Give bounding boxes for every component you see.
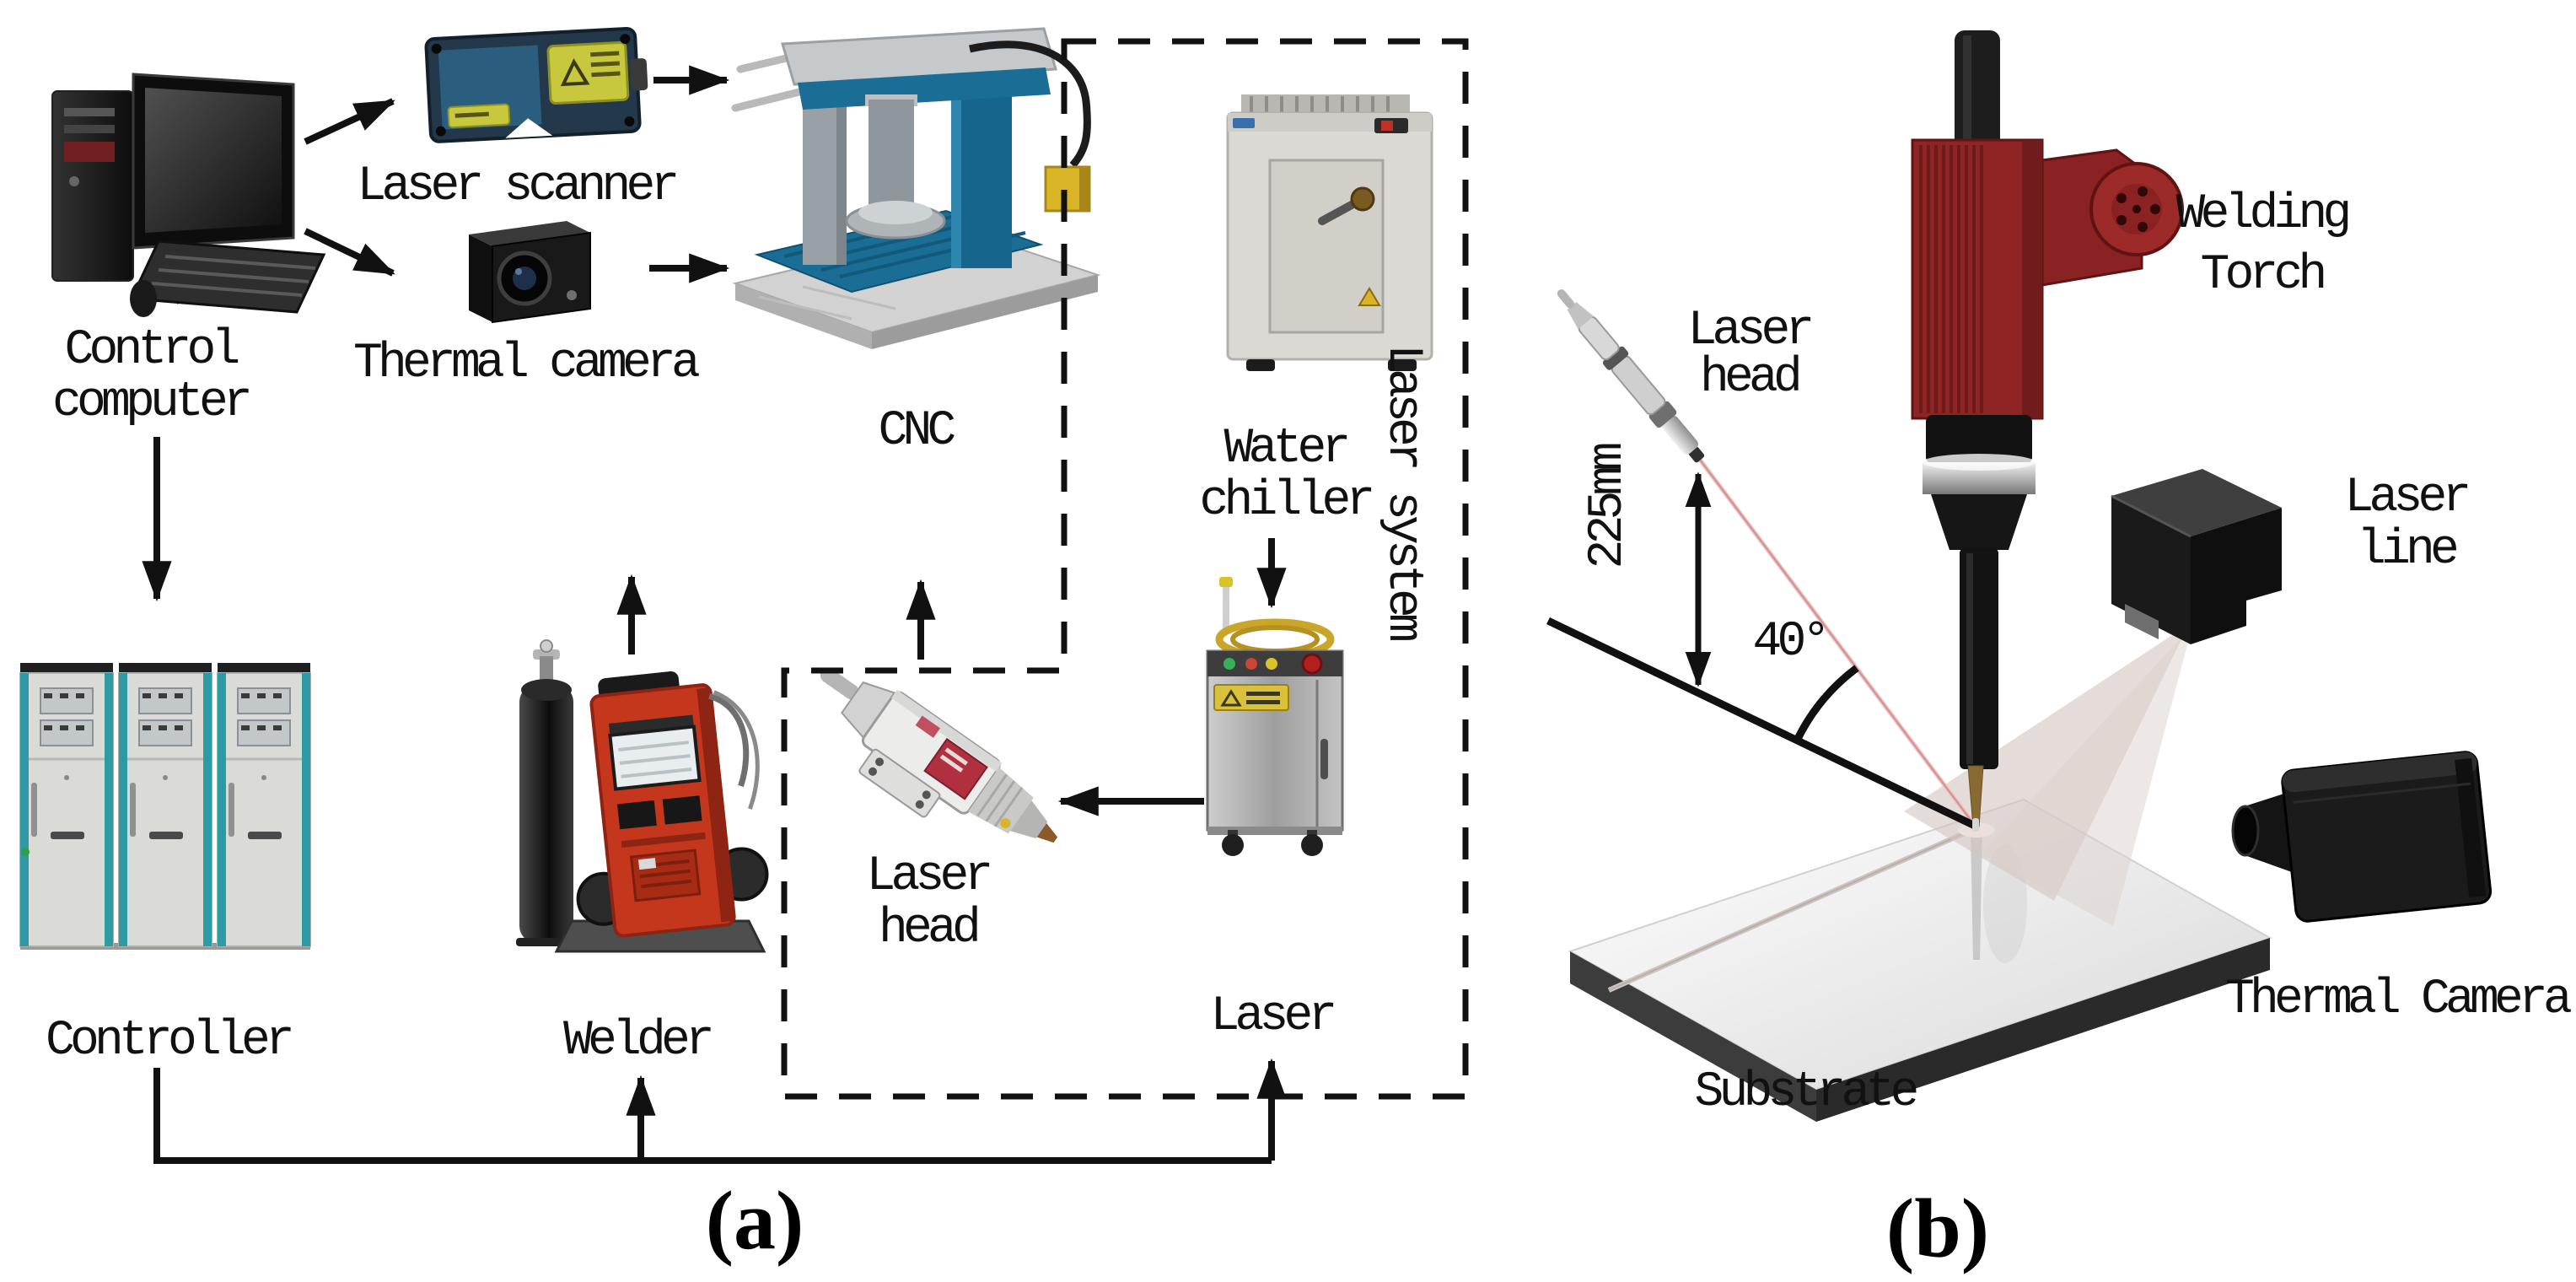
label-laser: Laser	[1210, 989, 1337, 1044]
label-thermal-camera-a: Thermal camera	[352, 337, 701, 391]
thermal-camera-b-illustration	[2231, 751, 2493, 923]
controller-cabinet	[118, 663, 212, 947]
label-cnc: CNC	[878, 404, 956, 459]
label-laser-system: Laser system	[1375, 343, 1430, 638]
label-225mm: 225mm	[1581, 446, 1636, 569]
label-welder: Welder	[562, 1014, 715, 1069]
controller-cabinet	[19, 663, 114, 947]
caption-panel-a: (a)	[705, 1173, 804, 1268]
controller-cabinet	[217, 663, 311, 947]
thermal-camera-illustration	[469, 221, 591, 324]
label-control-computer: Control computer	[51, 323, 253, 430]
wire-reflection	[1971, 832, 1982, 960]
arrow-computer-to-camera	[304, 228, 395, 277]
substrate-illustration	[1568, 798, 2272, 1122]
water-chiller-illustration	[1226, 94, 1433, 371]
controller-illustration	[19, 663, 311, 950]
cnc-illustration	[731, 27, 1101, 349]
laser-head-probe-illustration	[1557, 289, 1705, 463]
laser-cabinet-illustration	[1206, 577, 1344, 856]
arrow-computer-to-scanner	[304, 98, 395, 145]
laser-line-scanner-illustration	[2111, 469, 2282, 644]
label-controller: Controller	[45, 1014, 295, 1069]
baseline-40deg	[1546, 617, 1978, 831]
angle-arc	[1793, 665, 1859, 742]
label-laser-head-a: Laser head	[866, 849, 993, 956]
panel-a	[19, 26, 1469, 1164]
flow-arrows	[142, 65, 1287, 1164]
control-computer-illustration	[51, 73, 326, 317]
welding-torch-illustration	[1911, 30, 2184, 832]
caption-panel-b: (b)	[1885, 1181, 1990, 1275]
label-substrate: Substrate	[1694, 1065, 1919, 1120]
welder-illustration	[554, 671, 769, 953]
label-laser-head-b: Laser head	[1687, 304, 1815, 406]
gas-cylinder-illustration	[516, 639, 577, 946]
label-water-chiller: Water chiller	[1199, 422, 1375, 529]
label-thermal-camera-b: Thermal Camera	[2224, 972, 2573, 1027]
label-40deg: 40°	[1752, 615, 1831, 670]
controller-bus-line	[153, 1068, 1272, 1164]
panel-b	[1546, 30, 2493, 1122]
laser-system-dashed-box	[781, 38, 1469, 1100]
laser-scanner-illustration	[424, 26, 648, 143]
laser-head-illustration	[820, 667, 1058, 843]
label-laser-line: Laser line	[2344, 471, 2471, 578]
laser-beam-core	[1699, 459, 1976, 827]
label-welding-torch: Welding Torch	[2175, 187, 2352, 303]
label-laser-scanner: Laser scanner	[357, 159, 680, 214]
